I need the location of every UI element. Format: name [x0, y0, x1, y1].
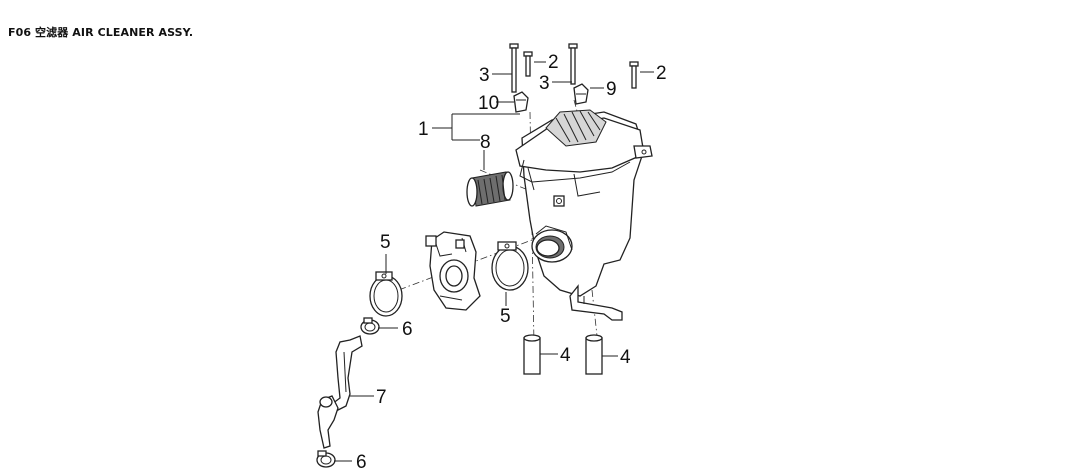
- callout-6a: 6: [402, 319, 413, 340]
- callout-2b: 2: [656, 63, 667, 84]
- small-clamp-upper: [360, 317, 380, 335]
- bolt-long-left: [509, 43, 519, 93]
- screw-short-left: [523, 51, 533, 77]
- drain-plug-left: [523, 334, 541, 375]
- page-title: F06 空滤器 AIR CLEANER ASSY.: [8, 26, 194, 39]
- callout-8: 8: [480, 132, 491, 153]
- bolt-long-right: [568, 43, 578, 85]
- clip-part-9: [573, 83, 589, 105]
- callout-6b: 6: [356, 452, 367, 473]
- screw-short-right: [629, 61, 639, 89]
- callout-5b: 5: [500, 306, 511, 327]
- callout-4a: 4: [560, 345, 571, 366]
- leader-lines: [334, 61, 654, 462]
- callout-5a: 5: [380, 232, 391, 253]
- callout-1: 1: [418, 119, 429, 140]
- small-clamp-lower: [316, 450, 336, 468]
- callout-9: 9: [606, 79, 617, 100]
- callout-2a: 2: [548, 52, 559, 73]
- drain-plug-right: [585, 334, 603, 375]
- callout-3b: 3: [539, 73, 550, 94]
- callout-4b: 4: [620, 347, 631, 368]
- callout-7: 7: [376, 387, 387, 408]
- hose-clamp-right: [491, 241, 529, 291]
- clip-part-10: [513, 91, 529, 113]
- hose-clamp-left: [369, 271, 403, 317]
- breather-hose: [317, 335, 363, 449]
- air-cleaner-housing: [515, 109, 653, 321]
- callout-labels: 1 2 2 3 3 4 4 5 5 6 6 7 8 9 10: [356, 52, 667, 473]
- callout-10: 10: [478, 93, 499, 114]
- filter-element: [466, 171, 514, 207]
- callout-3a: 3: [479, 65, 490, 86]
- throttle-body: [425, 231, 481, 311]
